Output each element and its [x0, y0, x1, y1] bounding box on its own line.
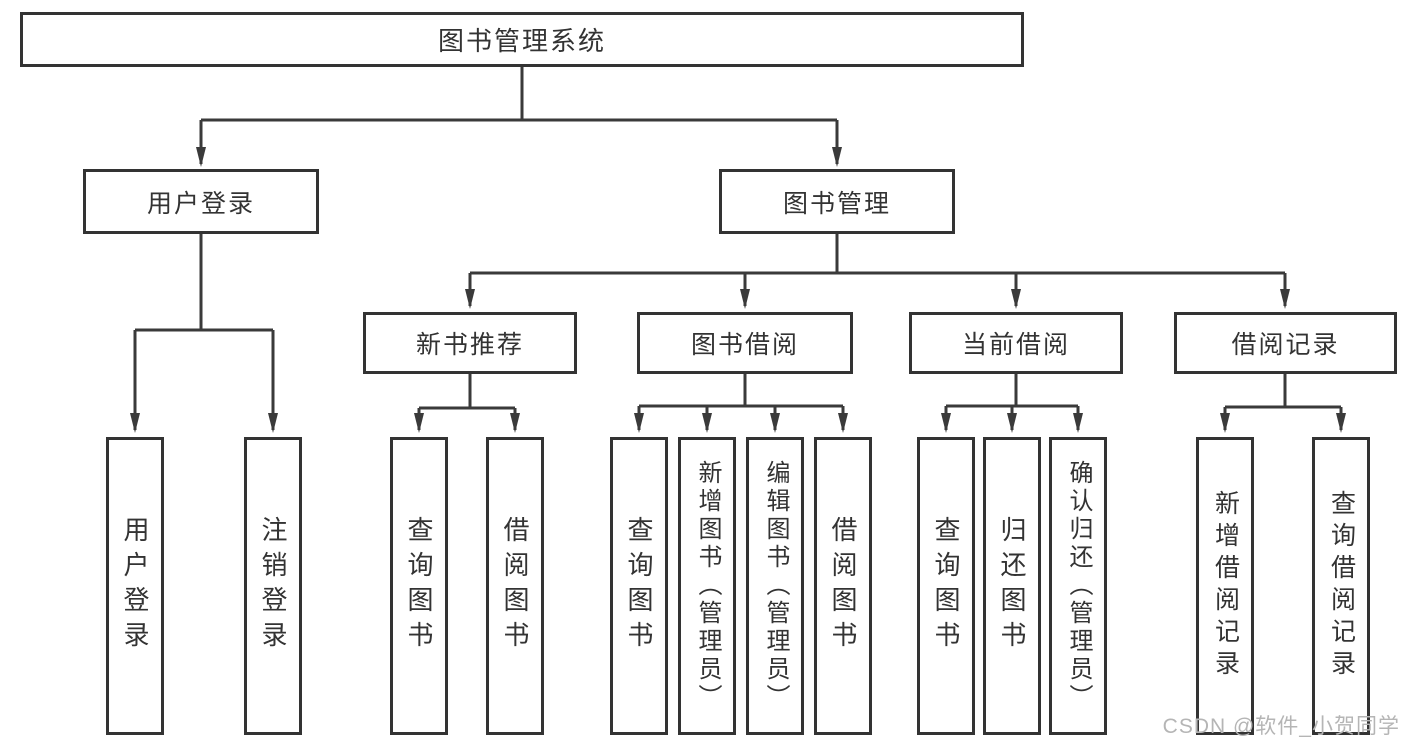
leaf-records-query-borrow-record-label: 查询借阅记录: [1327, 490, 1356, 682]
node-user-login: 用户登录: [83, 169, 319, 234]
node-new-book-recommendation: 新书推荐: [363, 312, 577, 374]
node-borrowing-records-label: 借阅记录: [1231, 331, 1340, 359]
node-book-management-label: 图书管理: [782, 189, 891, 218]
leaf-newbook-borrow-books-label: 借阅图书: [500, 516, 530, 656]
leaf-borrowing-add-books-admin: 新增图书（管理员）: [678, 437, 736, 735]
leaf-borrowing-edit-books-admin-label: 编辑图书（管理员）: [762, 460, 789, 712]
leaf-logout-login-label: 注销登录: [258, 516, 288, 656]
leaf-borrowing-edit-books-admin: 编辑图书（管理员）: [746, 437, 804, 735]
leaf-current-return-books-label: 归还图书: [997, 516, 1027, 656]
leaf-records-query-borrow-record: 查询借阅记录: [1312, 437, 1370, 735]
leaf-records-add-borrow-record-label: 新增借阅记录: [1211, 490, 1240, 682]
leaf-borrowing-query-books-label: 查询图书: [624, 516, 654, 656]
node-book-borrowing: 图书借阅: [637, 312, 853, 374]
leaf-current-confirm-return-admin-label: 确认归还（管理员）: [1065, 460, 1092, 712]
leaf-current-query-books-label: 查询图书: [931, 516, 961, 656]
leaf-user-login-label: 用户登录: [120, 516, 150, 656]
leaf-borrowing-add-books-admin-label: 新增图书（管理员）: [694, 460, 721, 712]
node-user-login-label: 用户登录: [146, 189, 255, 218]
leaf-borrowing-borrow-books: 借阅图书: [814, 437, 872, 735]
node-library-management-system-label: 图书管理系统: [437, 26, 606, 56]
leaf-user-login: 用户登录: [106, 437, 164, 735]
leaf-records-add-borrow-record: 新增借阅记录: [1196, 437, 1254, 735]
leaf-borrowing-borrow-books-label: 借阅图书: [828, 516, 858, 656]
leaf-newbook-query-books-label: 查询图书: [404, 516, 434, 656]
leaf-logout-login: 注销登录: [244, 437, 302, 735]
leaf-current-confirm-return-admin: 确认归还（管理员）: [1049, 437, 1107, 735]
node-book-borrowing-label: 图书借阅: [690, 331, 799, 359]
leaf-current-query-books: 查询图书: [917, 437, 975, 735]
node-current-borrowing-label: 当前借阅: [961, 331, 1070, 359]
node-library-management-system: 图书管理系统: [20, 12, 1024, 67]
node-new-book-recommendation-label: 新书推荐: [415, 331, 524, 359]
node-book-management: 图书管理: [719, 169, 955, 234]
leaf-current-return-books: 归还图书: [983, 437, 1041, 735]
leaf-newbook-query-books: 查询图书: [390, 437, 448, 735]
leaf-newbook-borrow-books: 借阅图书: [486, 437, 544, 735]
watermark: CSDN @软件_小贺同学: [1162, 715, 1400, 738]
node-borrowing-records: 借阅记录: [1174, 312, 1397, 374]
leaf-borrowing-query-books: 查询图书: [610, 437, 668, 735]
node-current-borrowing: 当前借阅: [909, 312, 1123, 374]
